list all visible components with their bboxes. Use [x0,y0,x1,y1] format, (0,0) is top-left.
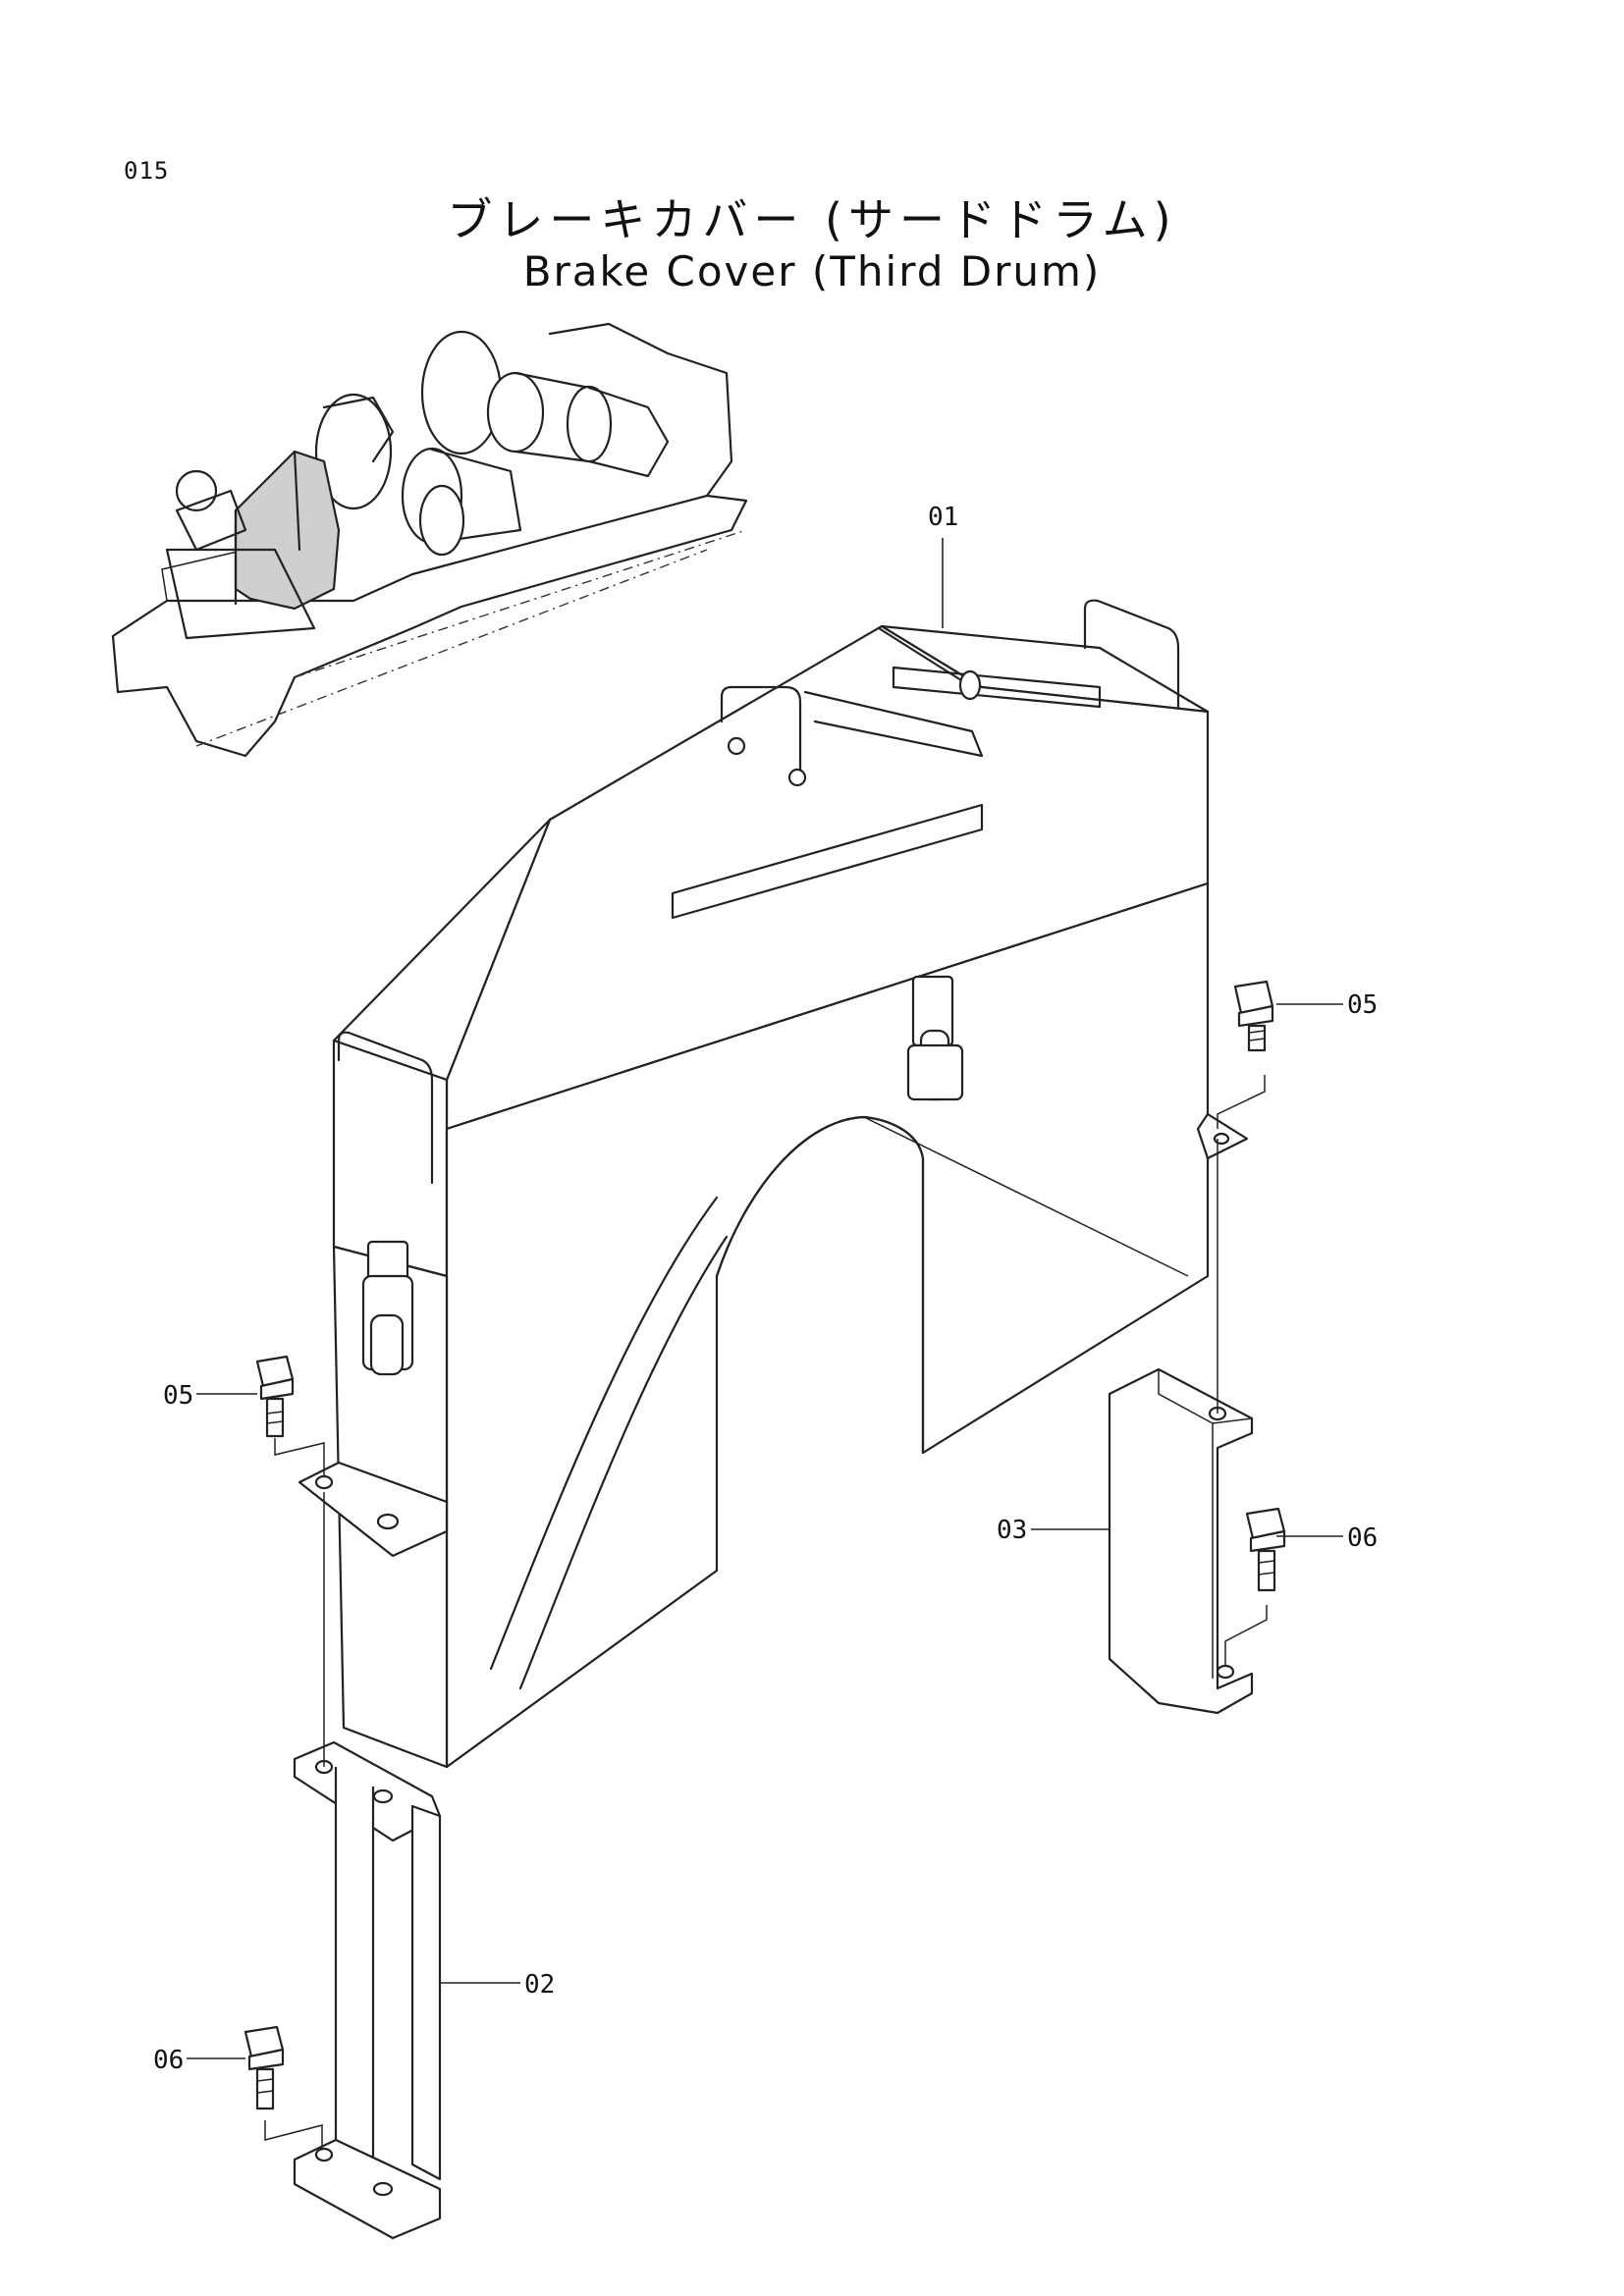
callout-05-left: 05 [163,1381,193,1411]
latch-side [361,1240,414,1376]
bracket-02 [293,1740,442,2240]
bolt-05-left [255,1355,325,1757]
bolt-06-right [1224,1507,1286,1667]
bolt-06-left [244,2025,323,2150]
title-japanese: ブレーキカバー (サードドラム) [447,193,1177,246]
callout-05-right: 05 [1347,990,1378,1020]
bracket-03 [1108,1367,1254,1715]
bolt-05-right [1217,980,1274,1414]
callout-06-right: 06 [1347,1523,1378,1553]
callout-03: 03 [997,1516,1027,1545]
title-english: Brake Cover (Third Drum) [522,247,1102,295]
brake-cover-01 [298,599,1249,1769]
callout-01: 01 [928,503,958,532]
callout-02: 02 [524,1970,555,2000]
locator-winch-assembly [111,322,748,758]
latch-front [906,975,964,1101]
leader-lines [187,538,1343,2059]
callout-06-left: 06 [153,2046,184,2075]
page-number: 015 [124,157,170,185]
